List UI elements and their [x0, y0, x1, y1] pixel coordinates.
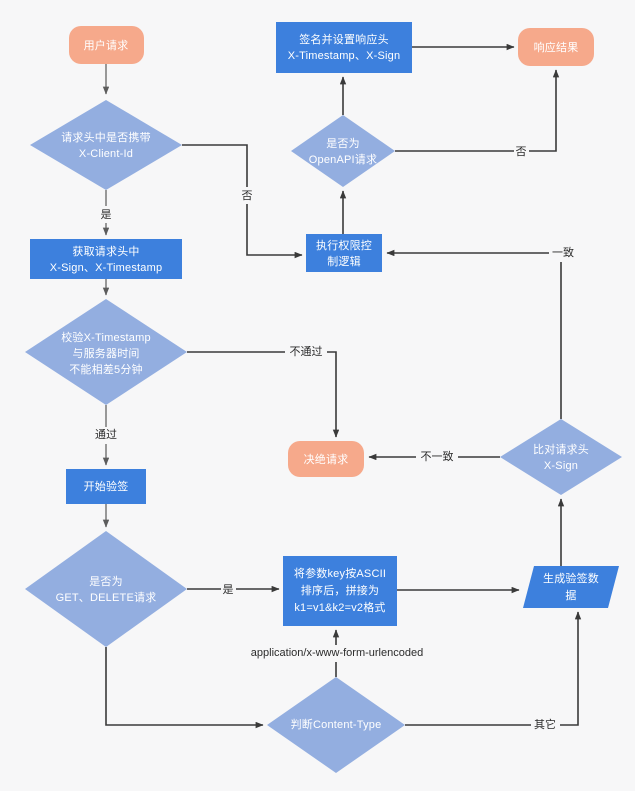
edge-label-verify-timestamp-pass: 通过: [92, 427, 121, 444]
edge-label-compare-sign-mismatch: 不一致: [416, 449, 458, 466]
node-is-get-or-delete[interactable]: 是否为 GET、DELETE请求: [25, 531, 187, 647]
edge-content-type-other: [405, 611, 582, 726]
node-judge-content-type[interactable]: 判断Content-Type: [267, 677, 405, 773]
svg-text:application/x-www-form-urlenco: application/x-www-form-urlencoded: [251, 647, 423, 659]
edge-label-content-type-other: 其它: [531, 717, 560, 734]
node-verify-timestamp[interactable]: 校验X-Timestamp 与服务器时间 不能相差5分钟: [25, 299, 187, 405]
node-compare-request-x-sign[interactable]: 比对请求头 X-Sign: [500, 419, 622, 495]
edge-label-is-get-delete-yes: 是: [221, 581, 236, 598]
node-sort-params-ascii[interactable]: 将参数key按ASCII 排序后，拼接为 k1=v1&k2=v2格式: [283, 556, 397, 626]
svg-text:是: 是: [223, 583, 234, 596]
node-user-request[interactable]: 用户请求: [69, 26, 144, 64]
edge-is-get-delete-no-to-content-type: [105, 647, 264, 729]
node-reject-request[interactable]: 决绝请求: [288, 441, 364, 477]
edge-verify-timestamp-fail: [187, 351, 340, 438]
edge-label-has-client-id-yes: 是: [99, 206, 114, 223]
svg-text:否: 否: [242, 190, 253, 202]
edge-label-verify-timestamp-fail: 不通过: [285, 344, 327, 361]
edge-compare-sign-match: [386, 249, 562, 419]
node-start-signature-verify[interactable]: 开始验签: [66, 469, 146, 504]
svg-text:不一致: 不一致: [421, 449, 454, 463]
edge-label-is-openapi-no: 否: [514, 143, 529, 160]
svg-text:不通过: 不通过: [290, 345, 323, 358]
edge-labels-layer: 是 否 不通过 通过 是 application/x-www-form-urle: [92, 143, 578, 734]
node-is-openapi-request[interactable]: 是否为 OpenAPI请求: [291, 115, 395, 187]
node-permission-control-logic[interactable]: 执行权限控 制逻辑: [306, 234, 382, 272]
node-has-client-id[interactable]: 请求头中是否携带 X-Client-Id: [30, 100, 182, 190]
edge-is-openapi-no: [395, 69, 560, 152]
node-generate-sign-data[interactable]: 生成验签数 据: [523, 566, 619, 608]
svg-text:否: 否: [516, 146, 527, 158]
svg-text:是: 是: [101, 208, 112, 221]
svg-text:一致: 一致: [552, 245, 574, 259]
svg-text:其它: 其它: [534, 717, 556, 731]
svg-text:通过: 通过: [95, 428, 117, 441]
node-sign-and-set-response-headers[interactable]: 签名并设置响应头 X-Timestamp、X-Sign: [276, 22, 412, 73]
edge-label-has-client-id-no: 否: [240, 187, 255, 204]
edge-label-compare-sign-match: 一致: [549, 245, 578, 262]
edge-label-content-type-urlencoded: application/x-www-form-urlencoded: [235, 645, 439, 662]
node-response-result[interactable]: 响应结果: [518, 28, 594, 66]
node-get-request-headers[interactable]: 获取请求头中 X-Sign、X-Timestamp: [30, 239, 182, 279]
